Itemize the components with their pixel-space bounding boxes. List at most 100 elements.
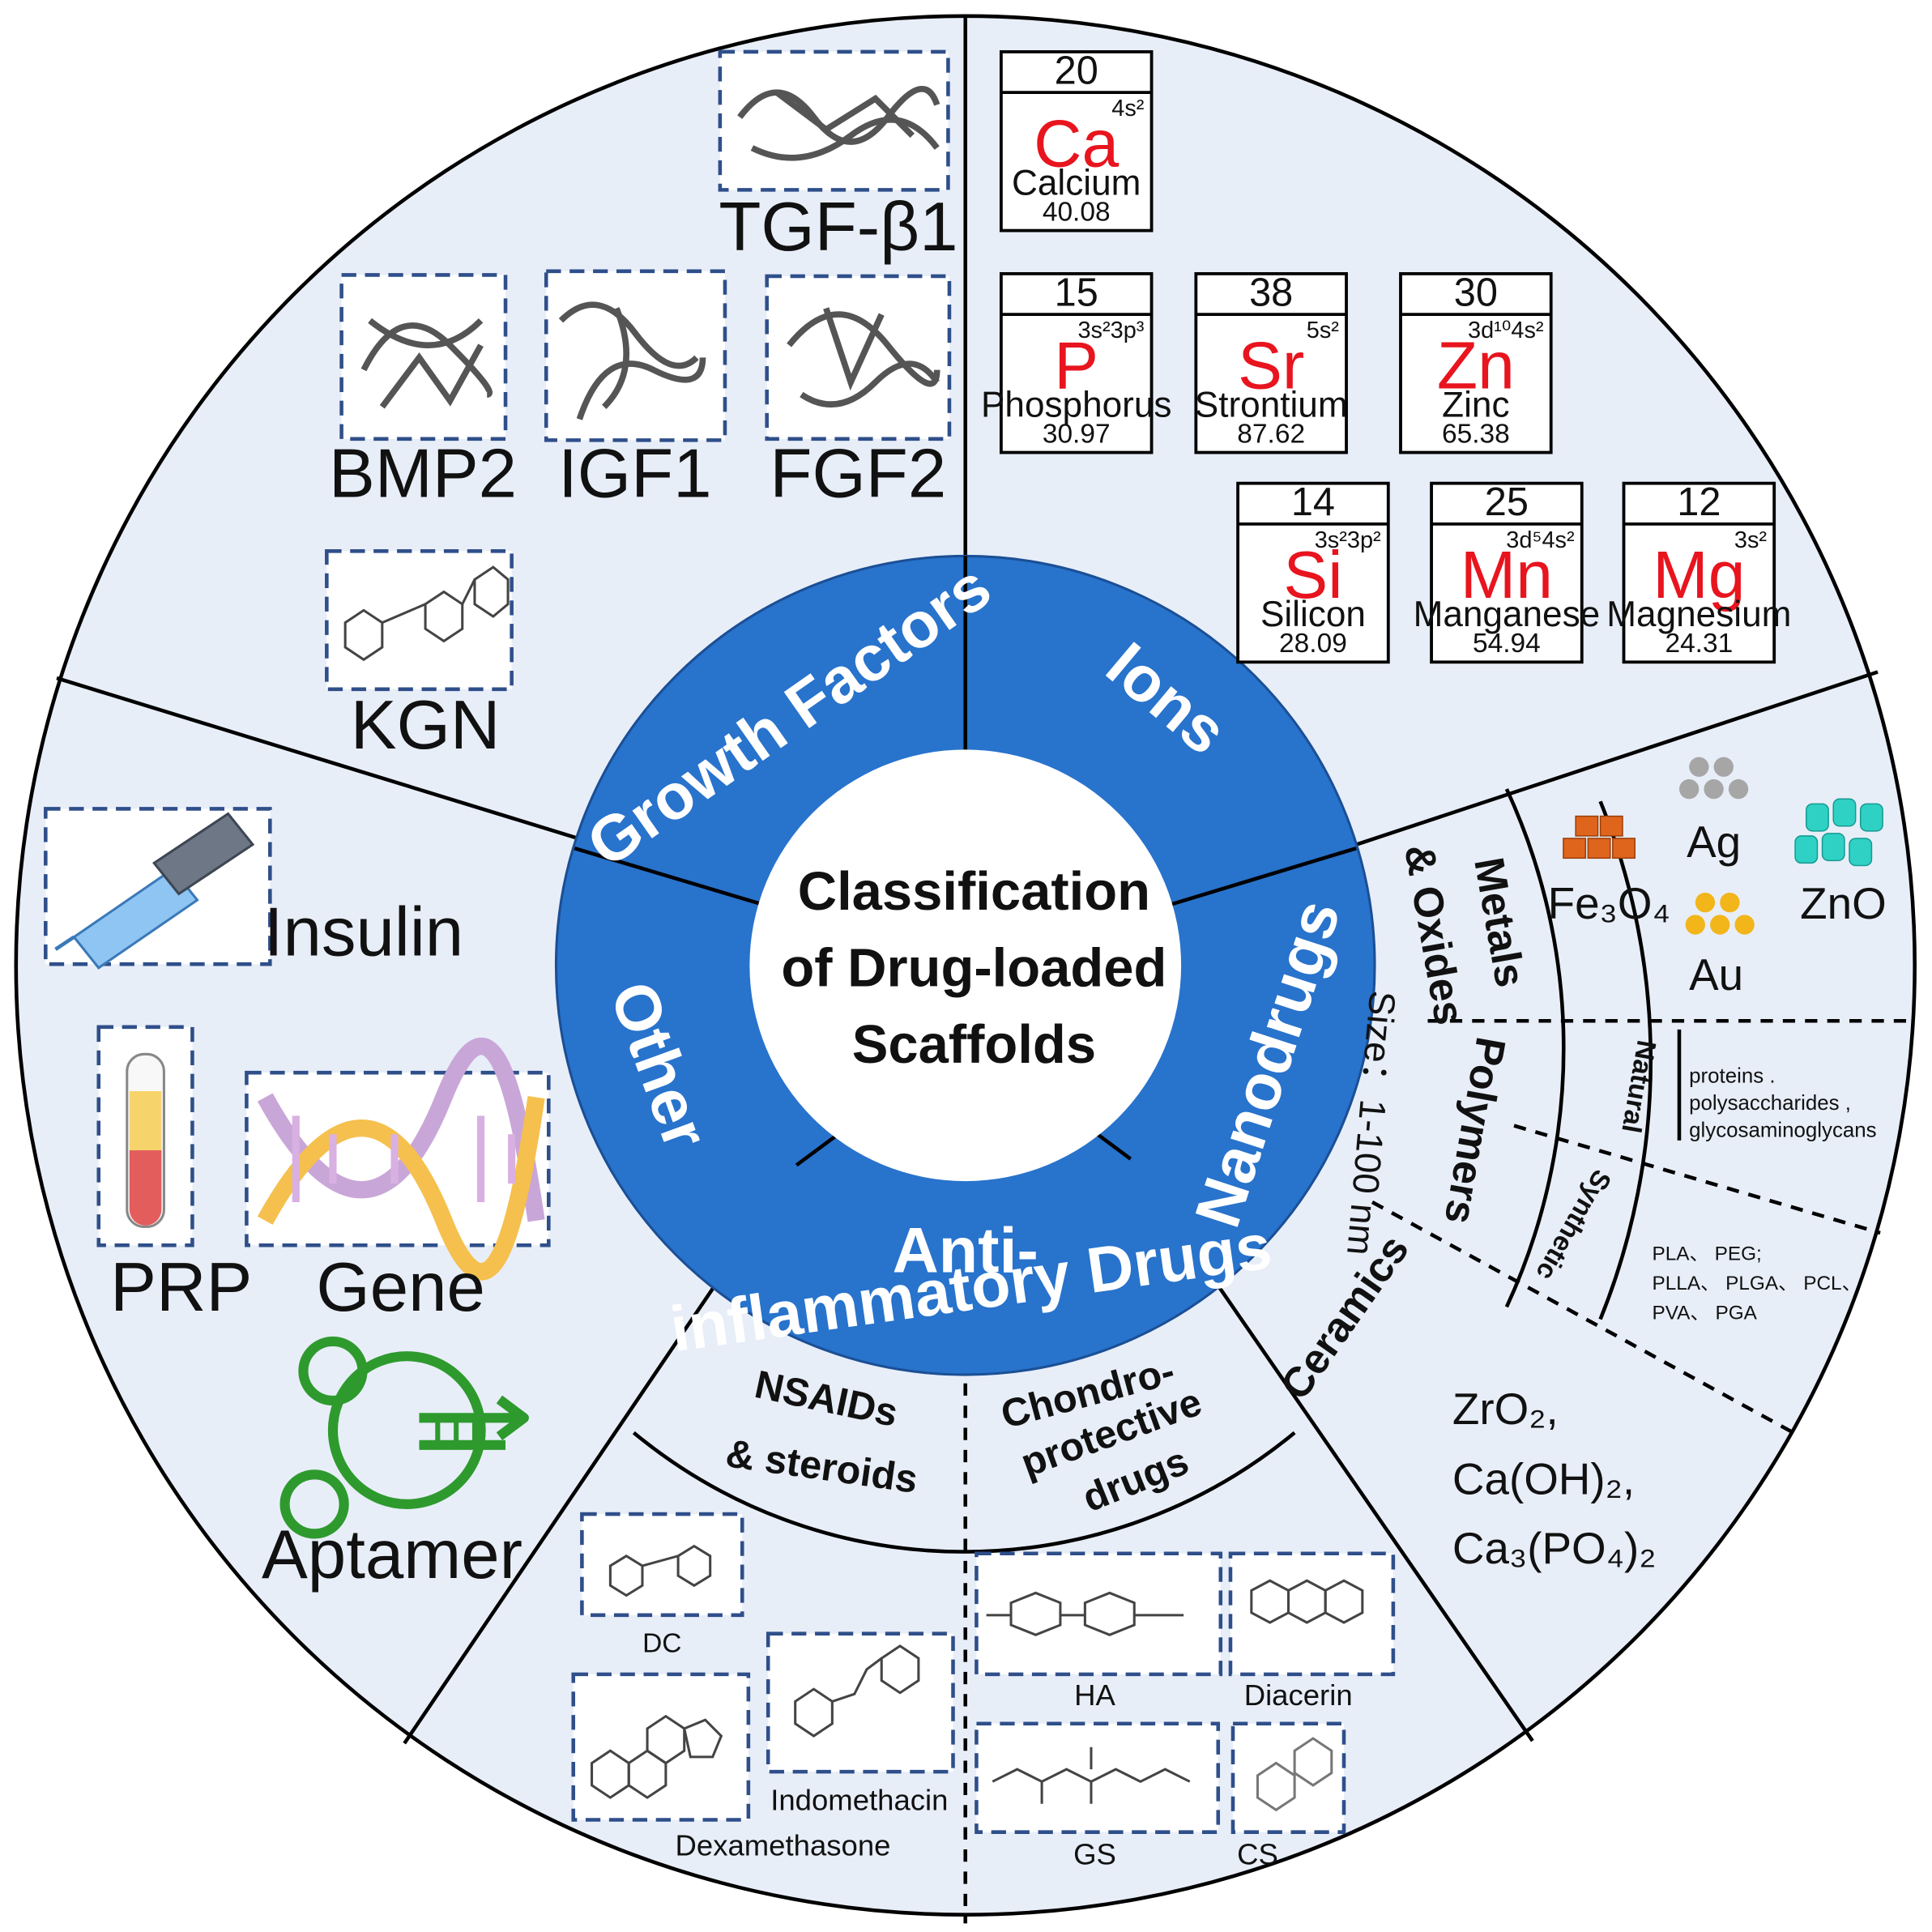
element-tile-frame: [1430, 481, 1584, 664]
element-name: Silicon: [1260, 595, 1366, 634]
chemical-structure-icon: [608, 1544, 712, 1597]
ions-sector: 204s²CaCalcium40.08153s²3p³PPhosphorus30…: [981, 49, 1791, 664]
element-name: Strontium: [1195, 385, 1348, 424]
ceramic-item-3: Ca₃(PO₄)₂: [1452, 1523, 1657, 1573]
ceramic-item-2: Ca(OH)₂,: [1452, 1454, 1635, 1504]
ring-label-anti-inflammatory-1: Anti-: [893, 1214, 1039, 1286]
chemical-structure-icon: [794, 1644, 920, 1738]
element-tile-frame: [1194, 271, 1348, 454]
element-name: Phosphorus: [981, 385, 1172, 424]
atomic-number: 30: [1454, 271, 1498, 314]
element-symbol: Mg: [1653, 539, 1745, 612]
bmp2-label: BMP2: [329, 435, 517, 512]
natural-polymers-text-2: polysaccharides ,: [1689, 1092, 1851, 1115]
element-symbol: P: [1054, 329, 1098, 403]
au-label: Au: [1689, 949, 1743, 1000]
chemical-structure-icon: [1256, 1737, 1333, 1812]
element-symbol: Zn: [1437, 329, 1515, 403]
electron-config: 3s²3p²: [1315, 527, 1381, 553]
zno-rods-icon: [1794, 798, 1883, 867]
electron-config: 3s²: [1734, 527, 1768, 553]
insulin-pen-icon: [54, 812, 255, 970]
cs-label: CS: [1237, 1837, 1278, 1870]
gene-label: Gene: [316, 1249, 484, 1326]
element-tile-frame: [999, 50, 1154, 232]
gs-label: GS: [1073, 1837, 1116, 1870]
natural-polymers-text-1: proteins .: [1689, 1064, 1775, 1087]
synthetic-polymers-text-2: PLLA、 PLGA、 PCL、: [1653, 1273, 1862, 1294]
element-tile-frame: [1236, 481, 1390, 664]
fgf2-structure-box: [765, 274, 952, 441]
insulin-label: Insulin: [264, 894, 463, 971]
aptamer-label: Aptamer: [262, 1516, 522, 1593]
au-particles-icon: [1685, 892, 1755, 935]
ha-label: HA: [1074, 1678, 1115, 1712]
center-title-line3: Scaffolds: [852, 1014, 1096, 1075]
tgf-b1-label: TGF-β1: [719, 189, 957, 266]
protein-structure-icon: [787, 307, 940, 407]
chemical-structure-icon: [591, 1714, 723, 1799]
bmp2-structure-box: [339, 273, 508, 441]
synthetic-polymers-text-3: PVA、 PGA: [1653, 1303, 1758, 1324]
element-symbol: Mn: [1461, 539, 1553, 612]
cs-structure-box: [1230, 1721, 1346, 1834]
diacerin-label: Diacerin: [1244, 1678, 1353, 1712]
dc-label: DC: [642, 1629, 681, 1659]
dc-structure-box: [580, 1512, 744, 1618]
atomic-mass: 28.09: [1279, 629, 1347, 659]
atomic-mass: 40.08: [1043, 197, 1111, 227]
indomethacin-structure-box: [766, 1631, 955, 1774]
ag-particles-icon: [1678, 757, 1749, 800]
fe3o4-cube-icon: [1563, 815, 1636, 859]
atomic-number: 20: [1055, 49, 1098, 92]
ceramic-item-1: ZrO₂,: [1452, 1384, 1559, 1434]
electron-config: 4s²: [1111, 96, 1145, 122]
atomic-mass: 87.62: [1237, 419, 1305, 449]
atomic-mass: 30.97: [1043, 419, 1111, 449]
element-name: Calcium: [1012, 163, 1141, 203]
center-title-line1: Classification: [798, 861, 1150, 922]
igf1-label: IGF1: [558, 435, 711, 512]
protein-structure-icon: [558, 301, 706, 420]
element-name: Zinc: [1442, 385, 1509, 424]
element-name: Manganese: [1414, 595, 1601, 634]
atomic-number: 25: [1485, 480, 1529, 524]
element-name: Magnesium: [1606, 595, 1791, 634]
element-symbol: Ca: [1034, 107, 1119, 181]
chemical-structure-icon: [992, 1746, 1191, 1804]
other-sector: Insulin PRP Gene Aptamer: [44, 807, 551, 1593]
natural-polymers-text-3: glycosaminoglycans: [1689, 1119, 1876, 1141]
ha-structure-box: [975, 1551, 1223, 1677]
chemical-structure-icon: [1250, 1579, 1364, 1624]
atomic-number: 14: [1291, 480, 1335, 524]
atomic-mass: 54.94: [1473, 629, 1541, 659]
synthetic-polymers-text-1: PLA、 PEG;: [1653, 1243, 1762, 1265]
element-tile-frame: [1399, 271, 1553, 454]
prp-label: PRP: [110, 1249, 252, 1326]
electron-config: 3d⁵4s²: [1506, 527, 1575, 553]
fe3o4-label: Fe₃O₄: [1548, 878, 1670, 928]
center-title-line2: of Drug-loaded: [781, 938, 1166, 999]
sector-dividers: [56, 15, 1912, 1924]
kgn-label: KGN: [351, 687, 501, 764]
center-disc: [749, 749, 1182, 1182]
atomic-number: 38: [1249, 271, 1293, 314]
protein-structure-icon: [360, 318, 493, 409]
dna-helix-icon: [257, 1038, 545, 1281]
element-tile-frame: [1622, 481, 1776, 664]
atomic-mass: 24.31: [1665, 629, 1733, 659]
dexamethasone-label: Dexamethasone: [676, 1829, 891, 1862]
atomic-number: 15: [1055, 271, 1098, 314]
igf1-structure-box: [544, 269, 727, 442]
chemical-structure-icon: [343, 565, 510, 662]
growth-factors-sector: TGF-β1 BMP2 IGF1 FGF2 KGN: [325, 49, 958, 764]
electron-config: 3s²3p³: [1077, 318, 1144, 343]
element-symbol: Si: [1283, 539, 1342, 612]
